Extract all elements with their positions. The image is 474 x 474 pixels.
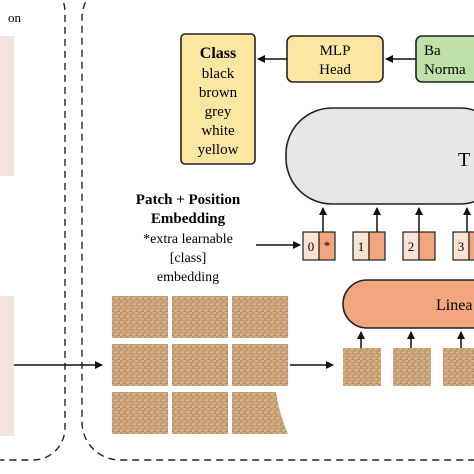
class-item: white bbox=[201, 123, 235, 139]
left-panel: on bbox=[0, 0, 66, 461]
linear-label: Linea bbox=[436, 297, 472, 314]
svg-text:Ba: Ba bbox=[424, 43, 441, 59]
sequence-patch bbox=[343, 348, 381, 386]
svg-text:MLP: MLP bbox=[320, 43, 351, 59]
svg-text:*extra learnable: *extra learnable bbox=[143, 232, 233, 247]
svg-text:2: 2 bbox=[408, 239, 415, 254]
svg-text:1: 1 bbox=[358, 239, 365, 254]
svg-text:0: 0 bbox=[308, 239, 315, 254]
patch-embedding-caption: Patch + Position Embedding *extra learna… bbox=[136, 192, 241, 285]
token-3: 3 bbox=[452, 231, 474, 261]
class-item: yellow bbox=[198, 142, 239, 158]
class-output-box: Class black brown grey white yellow bbox=[180, 33, 256, 165]
svg-text:Patch + Position: Patch + Position bbox=[136, 192, 241, 208]
sequence-patch bbox=[393, 348, 431, 386]
class-heading: Class bbox=[200, 45, 236, 62]
linear-projection: Linea bbox=[342, 279, 474, 329]
svg-text:Norma: Norma bbox=[424, 62, 466, 78]
patch-grid-image bbox=[112, 296, 288, 434]
token-0: 0 * bbox=[302, 231, 336, 261]
class-item: grey bbox=[205, 104, 232, 120]
svg-text:embedding: embedding bbox=[157, 270, 219, 285]
svg-text:[class]: [class] bbox=[170, 251, 207, 266]
transformer-encoder: T bbox=[285, 107, 474, 205]
svg-text:Head: Head bbox=[319, 62, 351, 78]
left-image-strip-top bbox=[0, 36, 14, 176]
sequence-patch bbox=[443, 348, 474, 386]
left-image-strip-bottom bbox=[0, 296, 14, 436]
svg-text:*: * bbox=[324, 238, 331, 253]
transformer-label: T bbox=[458, 149, 470, 171]
class-item: black bbox=[202, 66, 235, 82]
batch-norm-box: Ba Norma bbox=[415, 35, 474, 83]
token-2: 2 bbox=[402, 231, 436, 261]
svg-text:3: 3 bbox=[458, 239, 465, 254]
token-1: 1 bbox=[352, 231, 386, 261]
mlp-head-box: MLP Head bbox=[286, 35, 384, 83]
right-panel bbox=[81, 0, 474, 461]
class-item: brown bbox=[199, 85, 238, 101]
left-panel-caption: on bbox=[8, 10, 22, 25]
svg-text:Embedding: Embedding bbox=[151, 211, 226, 227]
